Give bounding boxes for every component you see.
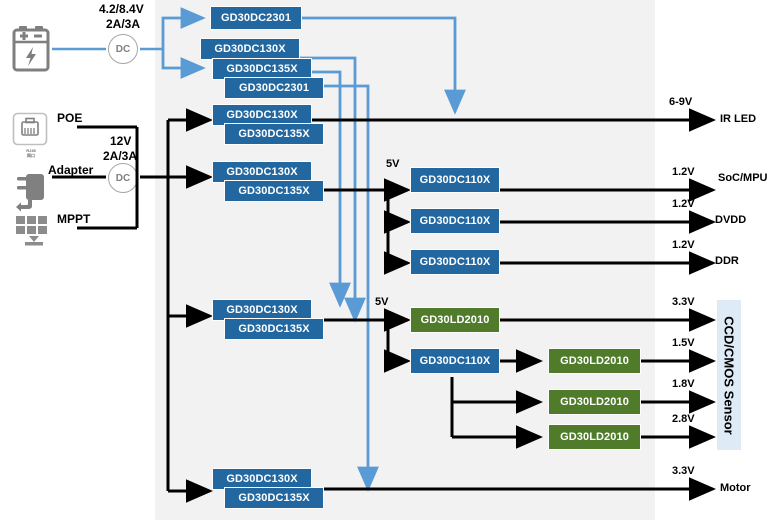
output-voltage-ir-led: 6-9V [669, 96, 693, 108]
ldo-sensor-1v8[interactable]: GD30LD2010 [548, 389, 641, 415]
converter-sensor-dcdc[interactable]: GD30DC110X [410, 348, 500, 374]
output-voltage-motor: 3.3V [672, 465, 695, 477]
output-voltage-sensor-1v8: 1.8V [672, 378, 695, 390]
converter-soc-rail-2[interactable]: GD30DC135X [224, 180, 324, 202]
mains-rating-line1: 12V [110, 134, 132, 148]
output-voltage-ddr: 1.2V [672, 239, 695, 251]
rail-label-sensor-5v: 5V [375, 296, 389, 308]
output-load-soc: SoC/MPU [718, 172, 768, 184]
rj45-caption: RJ45 网口 [26, 148, 36, 158]
ldo-sensor-2v8[interactable]: GD30LD2010 [548, 424, 641, 450]
input-label-poe: POE [57, 111, 83, 125]
converter-soc-1[interactable]: GD30DC110X [410, 167, 500, 193]
converter-irled-2[interactable]: GD30DC135X [224, 123, 324, 145]
converter-soc-3[interactable]: GD30DC110X [410, 249, 500, 275]
output-load-motor: Motor [720, 482, 751, 494]
input-label-mppt: MPPT [57, 212, 91, 226]
ccd-cmos-sensor-label: CCD/CMOS Sensor [721, 315, 737, 435]
mains-rating-line2: 2A/3A [103, 149, 138, 163]
rail-label-soc-5v: 5V [386, 158, 400, 170]
converter-top-stack-1[interactable]: GD30DC130X [200, 38, 300, 60]
input-label-adapter: Adapter [48, 163, 94, 177]
battery-rating-line1: 4.2/8.4V [99, 2, 144, 16]
solar-panel-icon [12, 212, 56, 257]
battery-dc-converter: DC [108, 34, 138, 64]
converter-top-stack-3[interactable]: GD30DC2301 [224, 77, 324, 99]
ldo-sensor-1v5[interactable]: GD30LD2010 [548, 348, 641, 374]
battery-icon [10, 22, 52, 79]
converter-motor-rail-2[interactable]: GD30DC135X [224, 487, 324, 509]
output-voltage-soc: 1.2V [672, 166, 695, 178]
ccd-cmos-sensor-block: CCD/CMOS Sensor [717, 300, 741, 450]
battery-rating-line2: 2A/3A [106, 17, 141, 31]
ldo-sensor-3v3[interactable]: GD30LD2010 [410, 307, 500, 333]
mains-dc-converter: DC [108, 163, 138, 193]
power-adapter-icon [12, 168, 52, 219]
output-load-dvdd: DVDD [715, 214, 747, 226]
converter-soc-2[interactable]: GD30DC110X [410, 208, 500, 234]
output-voltage-sensor-1v5: 1.5V [672, 337, 695, 349]
output-load-ddr: DDR [715, 255, 739, 267]
output-voltage-sensor-2v8: 2.8V [672, 413, 695, 425]
converter-top-single[interactable]: GD30DC2301 [210, 6, 302, 30]
output-voltage-dvdd: 1.2V [672, 198, 695, 210]
rj45-icon [12, 112, 48, 151]
converter-sensor-rail-2[interactable]: GD30DC135X [224, 318, 324, 340]
output-load-ir-led: IR LED [720, 113, 757, 125]
converter-soc-rail-1[interactable]: GD30DC130X [212, 161, 312, 183]
output-voltage-sensor-3v3: 3.3V [672, 296, 695, 308]
